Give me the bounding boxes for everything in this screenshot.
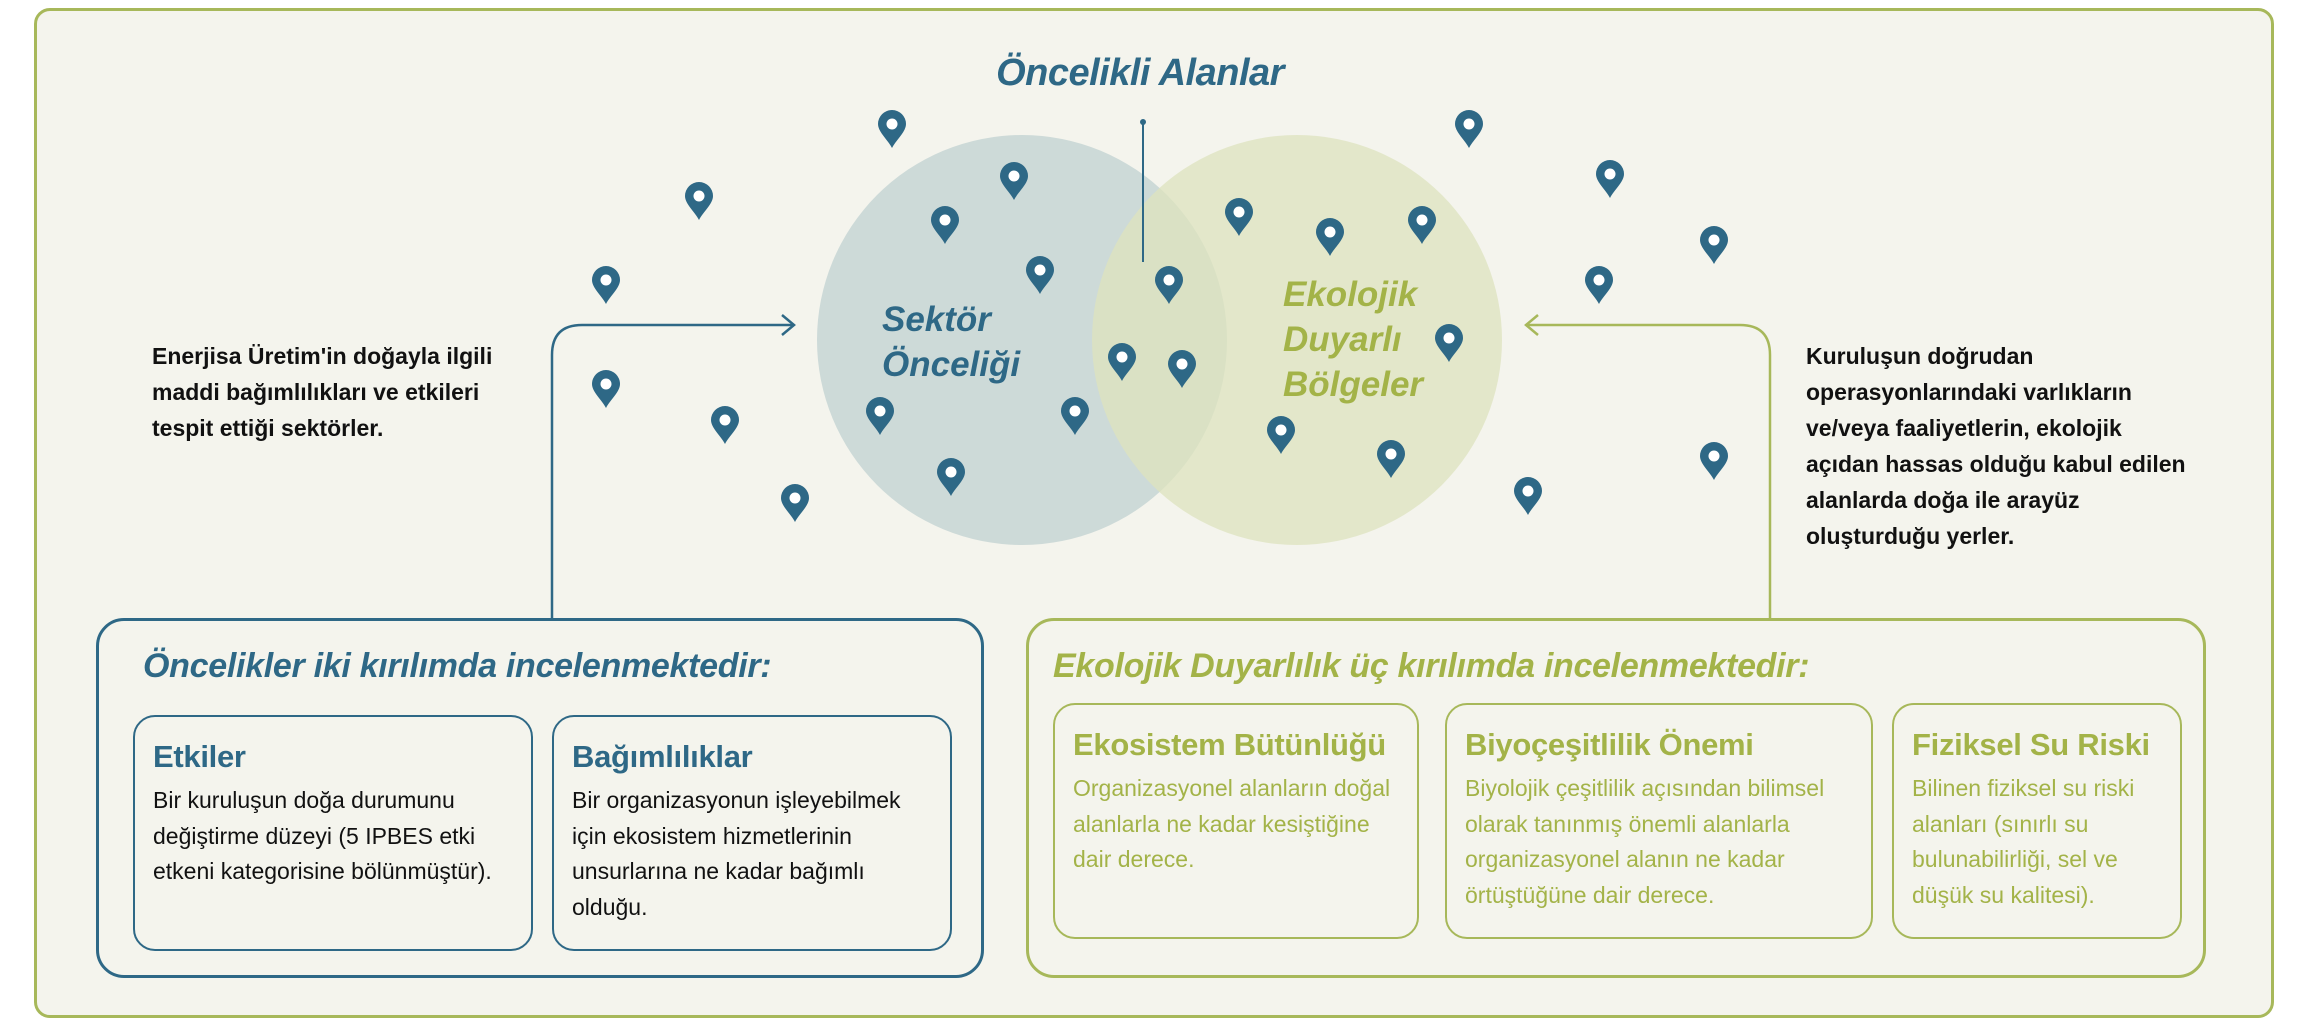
venn-diagram <box>550 110 1772 620</box>
title-pointer-dot <box>1140 119 1146 125</box>
ecological-zone-label-line: Bölgeler <box>1283 365 1424 404</box>
location-pin-icon <box>1596 160 1624 198</box>
location-pin-icon <box>711 406 739 444</box>
dependencies-card: Bağımlılıklar Bir organizasyonun işleyeb… <box>552 715 952 951</box>
ecological-zone-label: Ekolojik Duyarlı Bölgeler <box>1283 272 1423 407</box>
priorities-panel: Öncelikler iki kırılımda incelenmektedir… <box>96 618 984 978</box>
location-pin-icon <box>685 182 713 220</box>
diagram-title: Öncelikli Alanlar <box>996 52 1284 94</box>
dependencies-card-title: Bağımlılıklar <box>572 739 753 774</box>
physical-water-risk-card-title: Fiziksel Su Riski <box>1912 727 2150 762</box>
right-arrowhead <box>1524 314 1539 336</box>
impacts-card-text: Bir kuruluşun doğa durumunu değiştirme d… <box>153 787 492 884</box>
ecological-sensitivity-panel-title: Ekolojik Duyarlılık üç kırılımda incelen… <box>1053 647 1810 685</box>
impacts-card-title: Etkiler <box>153 739 246 774</box>
ecological-zone-description: Kuruluşun doğrudan operasyonlarındaki va… <box>1806 343 2186 549</box>
right-connector-line <box>1528 323 1772 620</box>
location-pin-icon <box>1455 110 1483 148</box>
sector-priority-label-line: Önceliği <box>882 345 1021 384</box>
sector-description: Enerjisa Üretim'in doğayla ilgili maddi … <box>152 343 493 441</box>
ecosystem-integrity-card-title: Ekosistem Bütünlüğü <box>1073 727 1386 762</box>
left-arrowhead <box>781 314 796 336</box>
location-pin-icon <box>592 266 620 304</box>
location-pin-icon <box>1700 226 1728 264</box>
physical-water-risk-card: Fiziksel Su Riski Bilinen fiziksel su ri… <box>1892 703 2182 939</box>
ecosystem-integrity-card: Ekosistem Bütünlüğü Organizasyonel alanl… <box>1053 703 1419 939</box>
ecological-zone-circle <box>1092 135 1502 545</box>
priorities-panel-title: Öncelikler iki kırılımda incelenmektedir… <box>143 647 772 685</box>
location-pin-icon <box>1514 477 1542 515</box>
dependencies-card-text: Bir organizasyonun işleyebilmek için eko… <box>572 787 901 920</box>
location-pin-icon <box>1585 266 1613 304</box>
sector-priority-label: Sektör Önceliği <box>882 297 1020 387</box>
left-connector-line <box>550 323 792 620</box>
sector-priority-label-line: Sektör <box>882 300 991 339</box>
location-pin-icon <box>592 370 620 408</box>
ecological-zone-label-line: Duyarlı <box>1283 320 1402 359</box>
location-pin-icon <box>878 110 906 148</box>
physical-water-risk-card-text: Bilinen fiziksel su riski alanları (sını… <box>1912 775 2135 908</box>
impacts-card: Etkiler Bir kuruluşun doğa durumunu deği… <box>133 715 533 951</box>
biodiversity-importance-card: Biyoçeşitlilik Önemi Biyolojik çeşitlili… <box>1445 703 1873 939</box>
ecosystem-integrity-card-text: Organizasyonel alanların doğal alanlarla… <box>1073 775 1391 872</box>
ecological-sensitivity-panel: Ekolojik Duyarlılık üç kırılımda incelen… <box>1026 618 2206 978</box>
location-pin-icon <box>781 484 809 522</box>
biodiversity-importance-card-title: Biyoçeşitlilik Önemi <box>1465 727 1754 762</box>
location-pin-icon <box>1700 442 1728 480</box>
ecological-zone-label-line: Ekolojik <box>1283 275 1418 314</box>
biodiversity-importance-card-text: Biyolojik çeşitlilik açısından bilimsel … <box>1465 775 1825 908</box>
